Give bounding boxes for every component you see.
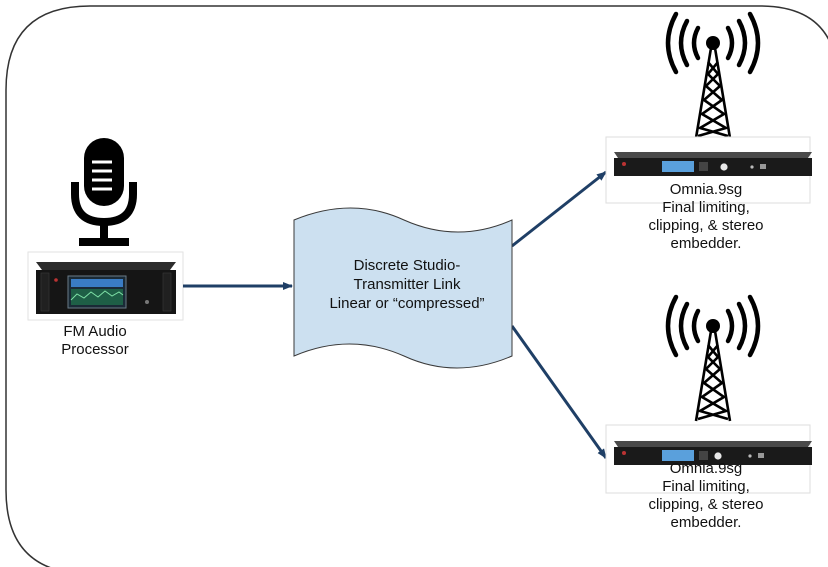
omnia-unit-top xyxy=(605,136,812,204)
processor-label-line: Processor xyxy=(61,341,129,358)
stl-label-line: Transmitter Link xyxy=(353,276,461,293)
stl-label-line: Discrete Studio- xyxy=(353,257,461,274)
microphone-icon xyxy=(71,138,137,246)
diagram-frame xyxy=(5,5,828,567)
processor-label-line: FM Audio xyxy=(63,323,127,340)
omnia-label-line: Omnia.9sg xyxy=(669,460,743,477)
radio-tower-icon xyxy=(665,11,761,139)
omnia-label-line: Final limiting, xyxy=(662,478,750,495)
omnia-label-line: Final limiting, xyxy=(662,199,750,216)
radio-tower-icon xyxy=(665,294,761,422)
arrow-stl-to-omnia-top xyxy=(511,170,607,248)
omnia-label-line: clipping, & stereo xyxy=(648,496,764,513)
fm-audio-processor xyxy=(27,251,184,321)
stl-label-line: Linear or “compressed” xyxy=(329,295,485,312)
stl-shape xyxy=(293,207,513,369)
omnia-top-label: Omnia.9sg Final limiting, clipping, & st… xyxy=(622,181,790,253)
omnia-label-line: Omnia.9sg xyxy=(669,181,743,198)
arrow-stl-to-omnia-bottom xyxy=(510,325,608,459)
processor-label: FM Audio Processor xyxy=(30,323,160,359)
omnia-label-line: embedder. xyxy=(670,514,742,531)
omnia-label-line: embedder. xyxy=(670,235,742,252)
omnia-label-line: clipping, & stereo xyxy=(648,217,764,234)
omnia-bottom-label: Omnia.9sg Final limiting, clipping, & st… xyxy=(622,460,790,532)
omnia-unit-bottom xyxy=(605,424,812,494)
stl-label: Discrete Studio- Transmitter Link Linear… xyxy=(300,256,514,313)
